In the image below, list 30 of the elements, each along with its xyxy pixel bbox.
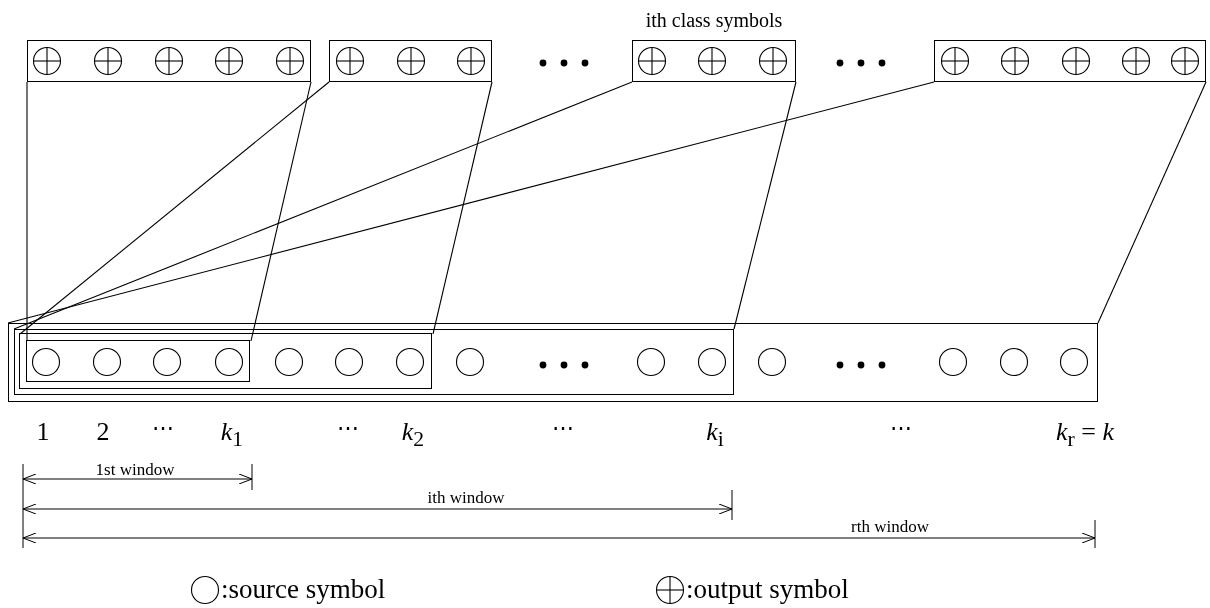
connector-line bbox=[19, 81, 330, 335]
index-label: ⋯ bbox=[890, 417, 912, 439]
index-label: k$_{r}$ = k bbox=[1056, 419, 1114, 451]
dimension-label: rth window bbox=[851, 517, 929, 535]
window-box bbox=[13, 328, 734, 395]
dimension-label: ith window bbox=[427, 488, 505, 506]
index-label: 2 bbox=[96, 419, 110, 445]
dimension-label: 1st window bbox=[95, 460, 175, 478]
index-label: ⋯ bbox=[152, 417, 174, 439]
window-box bbox=[8, 323, 1098, 402]
index-label: k$_{1}$ bbox=[220, 419, 244, 451]
index-label: k$_{i}$ bbox=[706, 419, 724, 451]
index-label: 1 bbox=[36, 419, 50, 445]
index-label: ⋯ bbox=[552, 417, 574, 439]
window-box bbox=[26, 340, 251, 383]
connector-line bbox=[7, 81, 935, 324]
symbol-box bbox=[27, 40, 311, 82]
legend-label: :source symbol bbox=[221, 576, 386, 603]
connector-line bbox=[1097, 81, 1207, 324]
connector-line bbox=[26, 81, 28, 342]
legend-label: :output symbol bbox=[686, 576, 849, 603]
connector-line bbox=[13, 81, 633, 330]
symbol-box bbox=[329, 40, 492, 82]
connector-line bbox=[733, 81, 797, 330]
index-label: ⋯ bbox=[337, 417, 359, 439]
connector-line bbox=[432, 81, 493, 335]
group-heading: ith class symbols bbox=[645, 10, 783, 30]
symbol-box bbox=[934, 40, 1206, 82]
index-label: k$_{2}$ bbox=[401, 419, 425, 451]
window-box bbox=[19, 333, 433, 390]
